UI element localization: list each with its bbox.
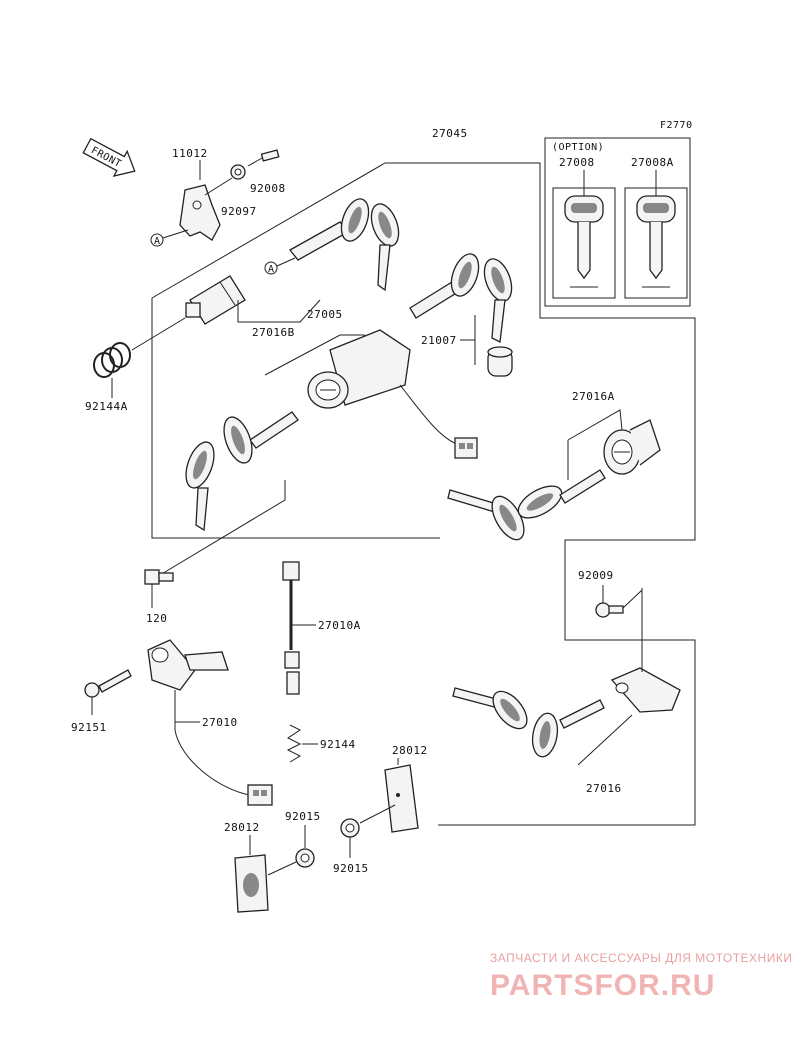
- bracket-part: [179, 149, 280, 241]
- label-92151: 92151: [71, 721, 107, 734]
- ref-marker-a: A: [264, 257, 296, 275]
- plate-part: [384, 758, 419, 833]
- ignition-switch-part: [307, 329, 478, 459]
- option-title: (OPTION): [552, 142, 604, 153]
- label-92097: 92097: [221, 205, 257, 218]
- key-blank-icon: [636, 195, 676, 288]
- label-27016A: 27016A: [572, 390, 615, 403]
- label-27010: 27010: [202, 716, 238, 729]
- nut-part: [340, 804, 396, 858]
- bolt-part: [84, 669, 132, 715]
- spring-part: [93, 317, 186, 398]
- switch-part: [147, 639, 273, 806]
- bolt-part: [144, 569, 174, 608]
- lock-block-part: [610, 588, 681, 713]
- front-arrow-icon: FRONT: [82, 137, 136, 177]
- svg-text:A: A: [154, 236, 161, 247]
- label-28012-right: 28012: [392, 744, 428, 757]
- lock-cylinder-part: [185, 275, 321, 325]
- switch-lead-part: [282, 561, 316, 695]
- option-box: (OPTION) 27008 27008A: [544, 137, 691, 307]
- label-28012-left: 28012: [224, 821, 260, 834]
- label-27016: 27016: [586, 782, 622, 795]
- label-120: 120: [146, 612, 167, 625]
- label-27016B: 27016B: [252, 326, 295, 339]
- label-92144A: 92144A: [85, 400, 128, 413]
- label-27045: 27045: [432, 127, 468, 140]
- seat-lock-part: [603, 419, 661, 475]
- label-92009: 92009: [578, 569, 614, 582]
- key-icon: [409, 253, 513, 377]
- key-icon: [447, 469, 606, 541]
- key-icon: [185, 411, 299, 532]
- label-92008: 92008: [250, 182, 286, 195]
- label-92144: 92144: [320, 738, 356, 751]
- spring-part: [286, 724, 318, 763]
- screw-part: [595, 585, 643, 618]
- label-92015-left: 92015: [285, 810, 321, 823]
- label-27005: 27005: [307, 308, 343, 321]
- option-item-27008: 27008: [559, 156, 595, 169]
- option-item-27008A: 27008A: [631, 156, 674, 169]
- watermark-tagline: ЗАПЧАСТИ И АКСЕССУАРЫ ДЛЯ МОТОТЕХНИКИ: [490, 951, 792, 965]
- svg-text:A: A: [268, 264, 275, 275]
- plate-part: [234, 835, 269, 913]
- key-icon: [289, 198, 400, 292]
- figure-code: F2770: [660, 120, 693, 131]
- label-21007: 21007: [421, 334, 457, 347]
- key-icon: [452, 687, 605, 758]
- washer-part: [267, 825, 315, 876]
- label-27010A: 27010A: [318, 619, 361, 632]
- label-11012: 11012: [172, 147, 208, 160]
- watermark-brand: PARTSFOR.RU: [490, 969, 715, 1002]
- ref-marker-a: A: [150, 229, 189, 247]
- assembly-outline: [151, 162, 696, 826]
- label-92015-right: 92015: [333, 862, 369, 875]
- key-blank-icon: [564, 195, 604, 288]
